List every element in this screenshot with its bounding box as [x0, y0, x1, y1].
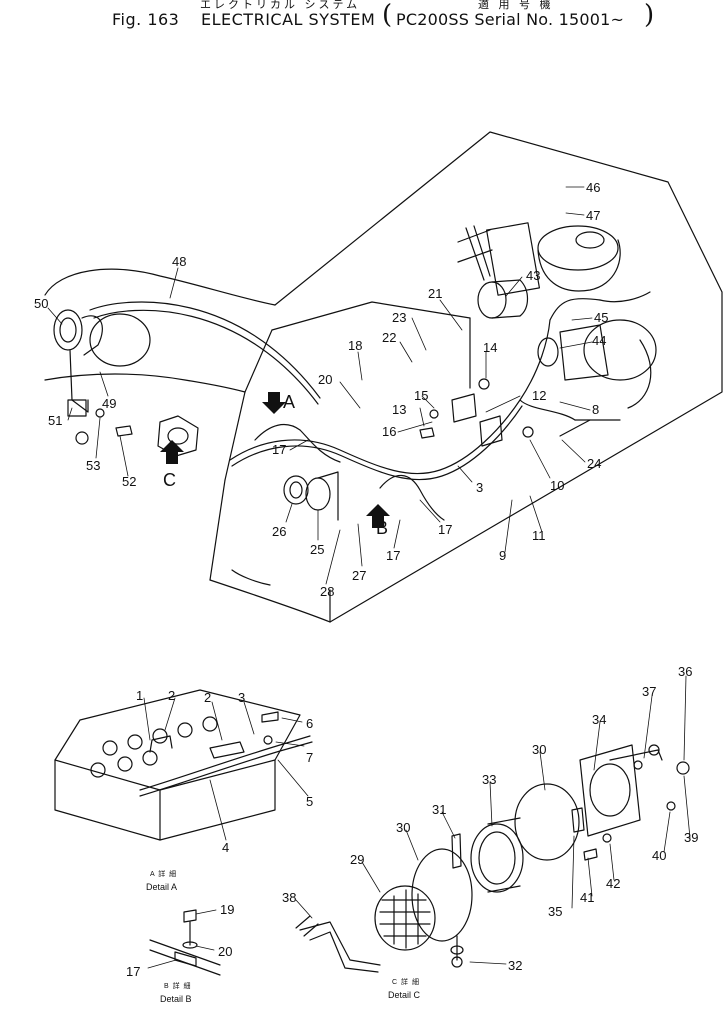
serial-range: PC200SS Serial No. 15001~	[396, 10, 625, 29]
horn-assembly	[283, 471, 339, 521]
callout-17-c: 17	[386, 548, 400, 563]
radiator-fan	[457, 222, 621, 296]
detail-c-headlamp	[374, 744, 690, 968]
callout-40: 40	[652, 848, 666, 863]
callout-37: 37	[642, 684, 656, 699]
callout-13: 13	[392, 402, 406, 417]
callout-17-a: 17	[272, 442, 286, 457]
callout-24: 24	[587, 456, 601, 471]
callout-30-a: 30	[396, 820, 410, 835]
header-title-japanese: エレクトリカル システム	[200, 0, 361, 11]
figure-title: ELECTRICAL SYSTEM	[201, 10, 376, 29]
callout-39: 39	[684, 830, 698, 845]
callout-18: 18	[348, 338, 362, 353]
callout-2-a: 2	[168, 688, 175, 703]
harness-38	[295, 915, 381, 973]
detail-b-label: Detail B	[160, 994, 192, 1004]
detail-c-label-jp: C 詳 細	[392, 977, 420, 986]
callout-22: 22	[382, 330, 396, 345]
view-arrows	[160, 392, 390, 528]
callout-3: 3	[476, 480, 483, 495]
callout-1: 1	[136, 688, 143, 703]
callout-47: 47	[586, 208, 600, 223]
callout-50: 50	[34, 296, 48, 311]
callout-10: 10	[550, 478, 564, 493]
revolving-frame	[44, 131, 723, 623]
callout-12: 12	[532, 388, 546, 403]
callout-19: 19	[220, 902, 234, 917]
detail-a-battery	[54, 689, 313, 841]
callout-52: 52	[122, 474, 136, 489]
callout-6: 6	[306, 716, 313, 731]
part-callouts: 46 47 43 21 23 22 18 14 45 44 12 15 20 1…	[34, 180, 698, 979]
callout-20: 20	[318, 372, 332, 387]
callout-17-b: 17	[438, 522, 452, 537]
callout-32: 32	[508, 958, 522, 973]
callout-45: 45	[594, 310, 608, 325]
main-wiring-harness	[229, 291, 652, 521]
callout-21: 21	[428, 286, 442, 301]
leader-lines	[47, 186, 691, 969]
callout-43: 43	[526, 268, 540, 283]
callout-36: 36	[678, 664, 692, 679]
callout-11: 11	[532, 528, 546, 543]
callout-26: 26	[272, 524, 286, 539]
callout-14: 14	[483, 340, 497, 355]
view-arrow-a-letter: A	[283, 392, 295, 412]
callout-48: 48	[172, 254, 186, 269]
callout-25: 25	[310, 542, 324, 557]
serial-close-paren: )	[644, 0, 655, 30]
callout-27: 27	[352, 568, 366, 583]
view-arrow-c-letter: C	[163, 470, 176, 490]
detail-a-label-jp: A 詳 細	[150, 869, 177, 878]
callout-44: 44	[592, 333, 606, 348]
callout-2-b: 2	[204, 690, 211, 705]
detail-b-clamp	[149, 909, 221, 976]
view-arrow-b-letter: B	[376, 518, 388, 538]
callout-42: 42	[606, 876, 620, 891]
starter-motor	[477, 279, 529, 319]
relay-box	[419, 378, 591, 447]
callout-8: 8	[592, 402, 599, 417]
callout-23: 23	[392, 310, 406, 325]
callout-7: 7	[306, 750, 313, 765]
boom-light-assembly	[53, 301, 321, 445]
serial-open-paren: (	[382, 0, 393, 30]
figure-label: Fig. 163	[112, 10, 180, 29]
cab-lamp	[157, 415, 199, 457]
callout-51: 51	[48, 413, 62, 428]
detail-a-label: Detail A	[146, 882, 177, 892]
callout-46: 46	[586, 180, 600, 195]
detail-c-label: Detail C	[388, 990, 421, 1000]
callout-34: 34	[592, 712, 606, 727]
alternator	[537, 319, 657, 381]
callout-15: 15	[414, 388, 428, 403]
callout-29: 29	[350, 852, 364, 867]
callout-38: 38	[282, 890, 296, 905]
callout-49: 49	[102, 396, 116, 411]
detail-b-label-jp: B 詳 細	[164, 981, 192, 990]
callout-17-detail: 17	[126, 964, 140, 979]
callout-5: 5	[306, 794, 313, 809]
callout-41: 41	[580, 890, 594, 905]
callout-16: 16	[382, 424, 396, 439]
callout-35: 35	[548, 904, 562, 919]
serial-heading-japanese: 適 用 号 機	[478, 0, 554, 11]
callout-4: 4	[222, 840, 229, 855]
callout-31: 31	[432, 802, 446, 817]
callout-20-detail: 20	[218, 944, 232, 959]
callout-3-detail: 3	[238, 690, 245, 705]
callout-9: 9	[499, 548, 506, 563]
callout-33: 33	[482, 772, 496, 787]
callout-53: 53	[86, 458, 100, 473]
callout-28: 28	[320, 584, 334, 599]
callout-30-b: 30	[532, 742, 546, 757]
